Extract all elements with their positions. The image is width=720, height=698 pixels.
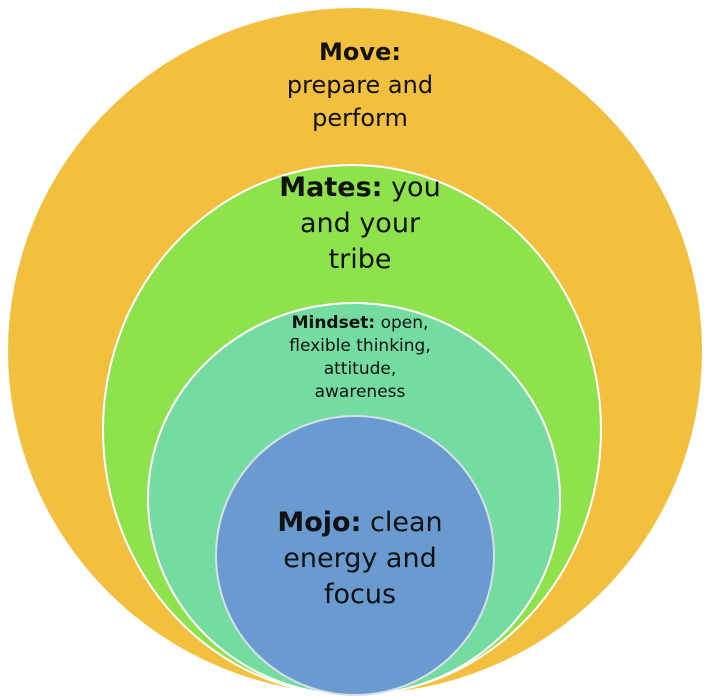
mindset-label: Mindset: open, flexible thinking, attitu… — [240, 312, 480, 404]
mojo-line-2: energy and — [283, 542, 437, 574]
move-line-1: prepare and — [286, 71, 434, 100]
mates-line-3: tribe — [328, 243, 392, 275]
mindset-line-2: flexible thinking, — [289, 335, 431, 356]
move-line-2: perform — [312, 104, 408, 133]
mates-line-1: you — [391, 172, 441, 203]
mindset-line-4: awareness — [314, 381, 406, 402]
mojo-title: Mojo: — [277, 507, 362, 538]
mates-label: Mates: you and your tribe — [230, 170, 490, 278]
mindset-line-3: attitude, — [323, 358, 397, 379]
move-label: Move: prepare and perform — [240, 36, 480, 135]
mojo-line-3: focus — [323, 578, 397, 610]
mojo-ring — [215, 415, 495, 696]
mojo-label: Mojo: clean energy and focus — [240, 505, 480, 613]
mates-title: Mates: — [279, 172, 383, 203]
mindset-title: Mindset: — [291, 313, 376, 333]
move-title: Move: — [319, 38, 401, 66]
mindset-line-1: open, — [380, 313, 429, 333]
mojo-line-1: clean — [370, 507, 443, 538]
mates-line-2: and your — [299, 207, 421, 239]
